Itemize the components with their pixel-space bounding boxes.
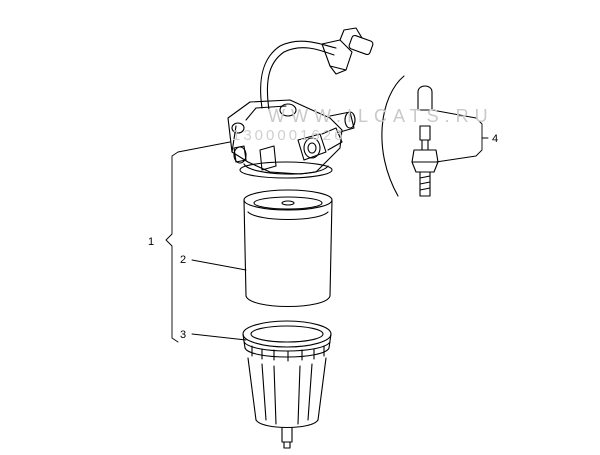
- water-sensor: [381, 75, 439, 197]
- filter-head: [227, 27, 374, 179]
- watermark-line2: 1300001626: [232, 127, 345, 144]
- callout-1: 1: [148, 236, 154, 248]
- separator-bowl: [242, 320, 332, 449]
- leader-lines: [165, 109, 489, 343]
- callout-3: 3: [180, 329, 186, 341]
- filter-element: [243, 189, 333, 307]
- callout-2: 2: [180, 254, 186, 266]
- watermark-line1: WWW.ILCATS.RU: [268, 106, 494, 126]
- callout-4: 4: [492, 133, 498, 145]
